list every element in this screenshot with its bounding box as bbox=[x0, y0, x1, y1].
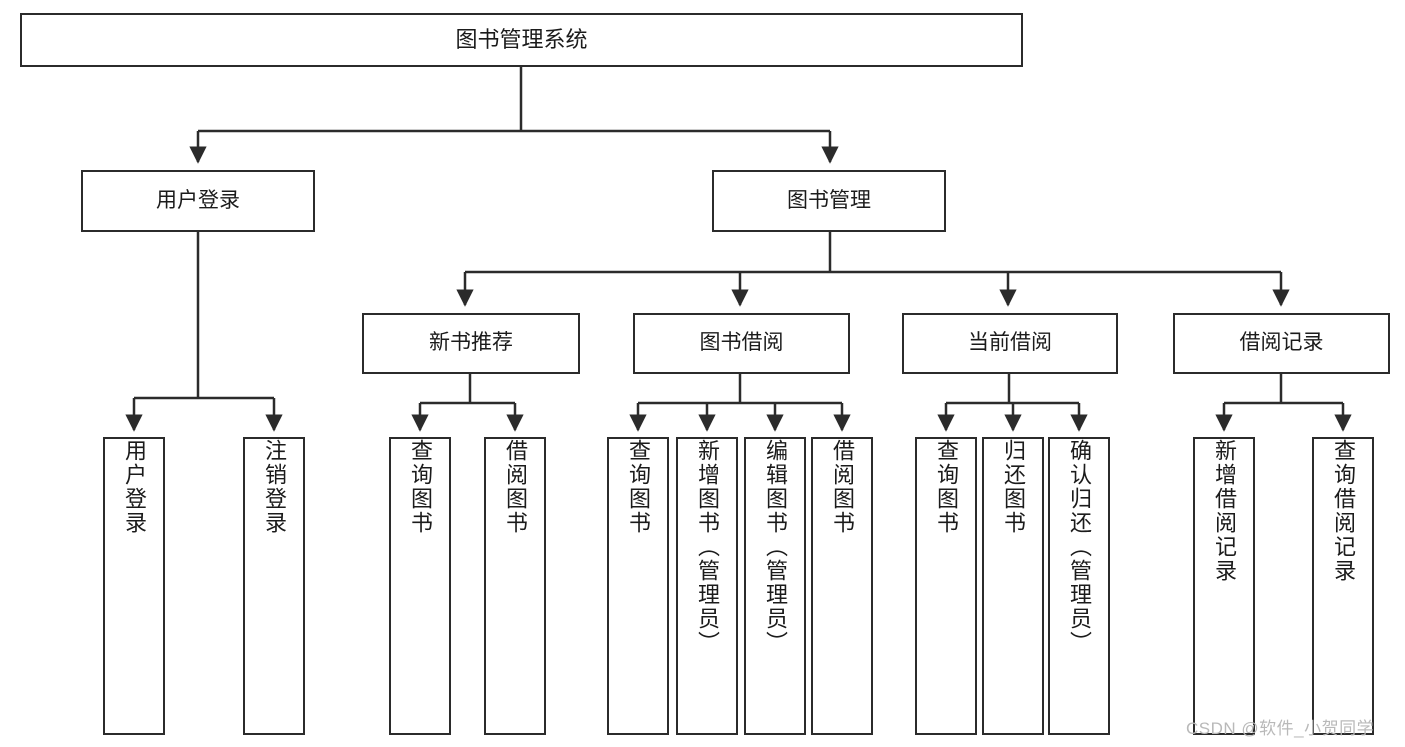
leaf-current-borrow-return-book[interactable]: 归还图书 bbox=[982, 437, 1044, 735]
node-label: 图书管理 bbox=[787, 188, 871, 212]
node-label: 注销登录 bbox=[262, 439, 287, 535]
node-label: 新书推荐 bbox=[429, 331, 513, 355]
node-label: 借阅图书 bbox=[503, 439, 528, 535]
node-book-management[interactable]: 图书管理 bbox=[712, 170, 946, 232]
node-borrow-record[interactable]: 借阅记录 bbox=[1173, 313, 1390, 374]
leaf-book-borrow-edit-book-admin[interactable]: 编辑图书（管理员） bbox=[744, 437, 806, 735]
node-root-book-management-system[interactable]: 图书管理系统 bbox=[20, 13, 1023, 67]
node-label: 查询图书 bbox=[408, 439, 433, 535]
node-new-book-recommend[interactable]: 新书推荐 bbox=[362, 313, 580, 374]
node-label: 编辑图书（管理员） bbox=[763, 439, 788, 655]
node-label: 借阅记录 bbox=[1239, 331, 1324, 355]
node-label: 用户登录 bbox=[156, 188, 240, 212]
node-book-borrow[interactable]: 图书借阅 bbox=[633, 313, 850, 374]
leaf-user-login-login[interactable]: 用户登录 bbox=[103, 437, 165, 735]
node-label: 查询图书 bbox=[934, 439, 959, 535]
node-label: 确认归还（管理员） bbox=[1067, 439, 1092, 655]
leaf-book-borrow-add-book-admin[interactable]: 新增图书（管理员） bbox=[676, 437, 738, 735]
node-current-borrow[interactable]: 当前借阅 bbox=[902, 313, 1118, 374]
node-label: 归还图书 bbox=[1001, 439, 1026, 535]
node-label: 图书借阅 bbox=[699, 331, 784, 355]
leaf-book-borrow-query-book[interactable]: 查询图书 bbox=[607, 437, 669, 735]
node-label: 查询图书 bbox=[626, 439, 651, 535]
node-user-login[interactable]: 用户登录 bbox=[81, 170, 315, 232]
leaf-current-borrow-confirm-return-admin[interactable]: 确认归还（管理员） bbox=[1048, 437, 1110, 735]
node-label: 查询借阅记录 bbox=[1331, 439, 1356, 583]
leaf-user-login-logout[interactable]: 注销登录 bbox=[243, 437, 305, 735]
node-label: 当前借阅 bbox=[968, 331, 1052, 355]
leaf-borrow-record-add-record[interactable]: 新增借阅记录 bbox=[1193, 437, 1255, 735]
leaf-borrow-record-query-record[interactable]: 查询借阅记录 bbox=[1312, 437, 1374, 735]
csdn-watermark: CSDN @软件_小贺同学 bbox=[1186, 719, 1375, 738]
leaf-new-book-query-book[interactable]: 查询图书 bbox=[389, 437, 451, 735]
node-label: 图书管理系统 bbox=[455, 27, 588, 53]
node-label: 借阅图书 bbox=[830, 439, 855, 535]
leaf-current-borrow-query-book[interactable]: 查询图书 bbox=[915, 437, 977, 735]
leaf-new-book-borrow-book[interactable]: 借阅图书 bbox=[484, 437, 546, 735]
node-label: 新增借阅记录 bbox=[1212, 439, 1237, 583]
node-label: 用户登录 bbox=[122, 439, 147, 535]
leaf-book-borrow-borrow-book[interactable]: 借阅图书 bbox=[811, 437, 873, 735]
node-label: 新增图书（管理员） bbox=[695, 439, 720, 655]
